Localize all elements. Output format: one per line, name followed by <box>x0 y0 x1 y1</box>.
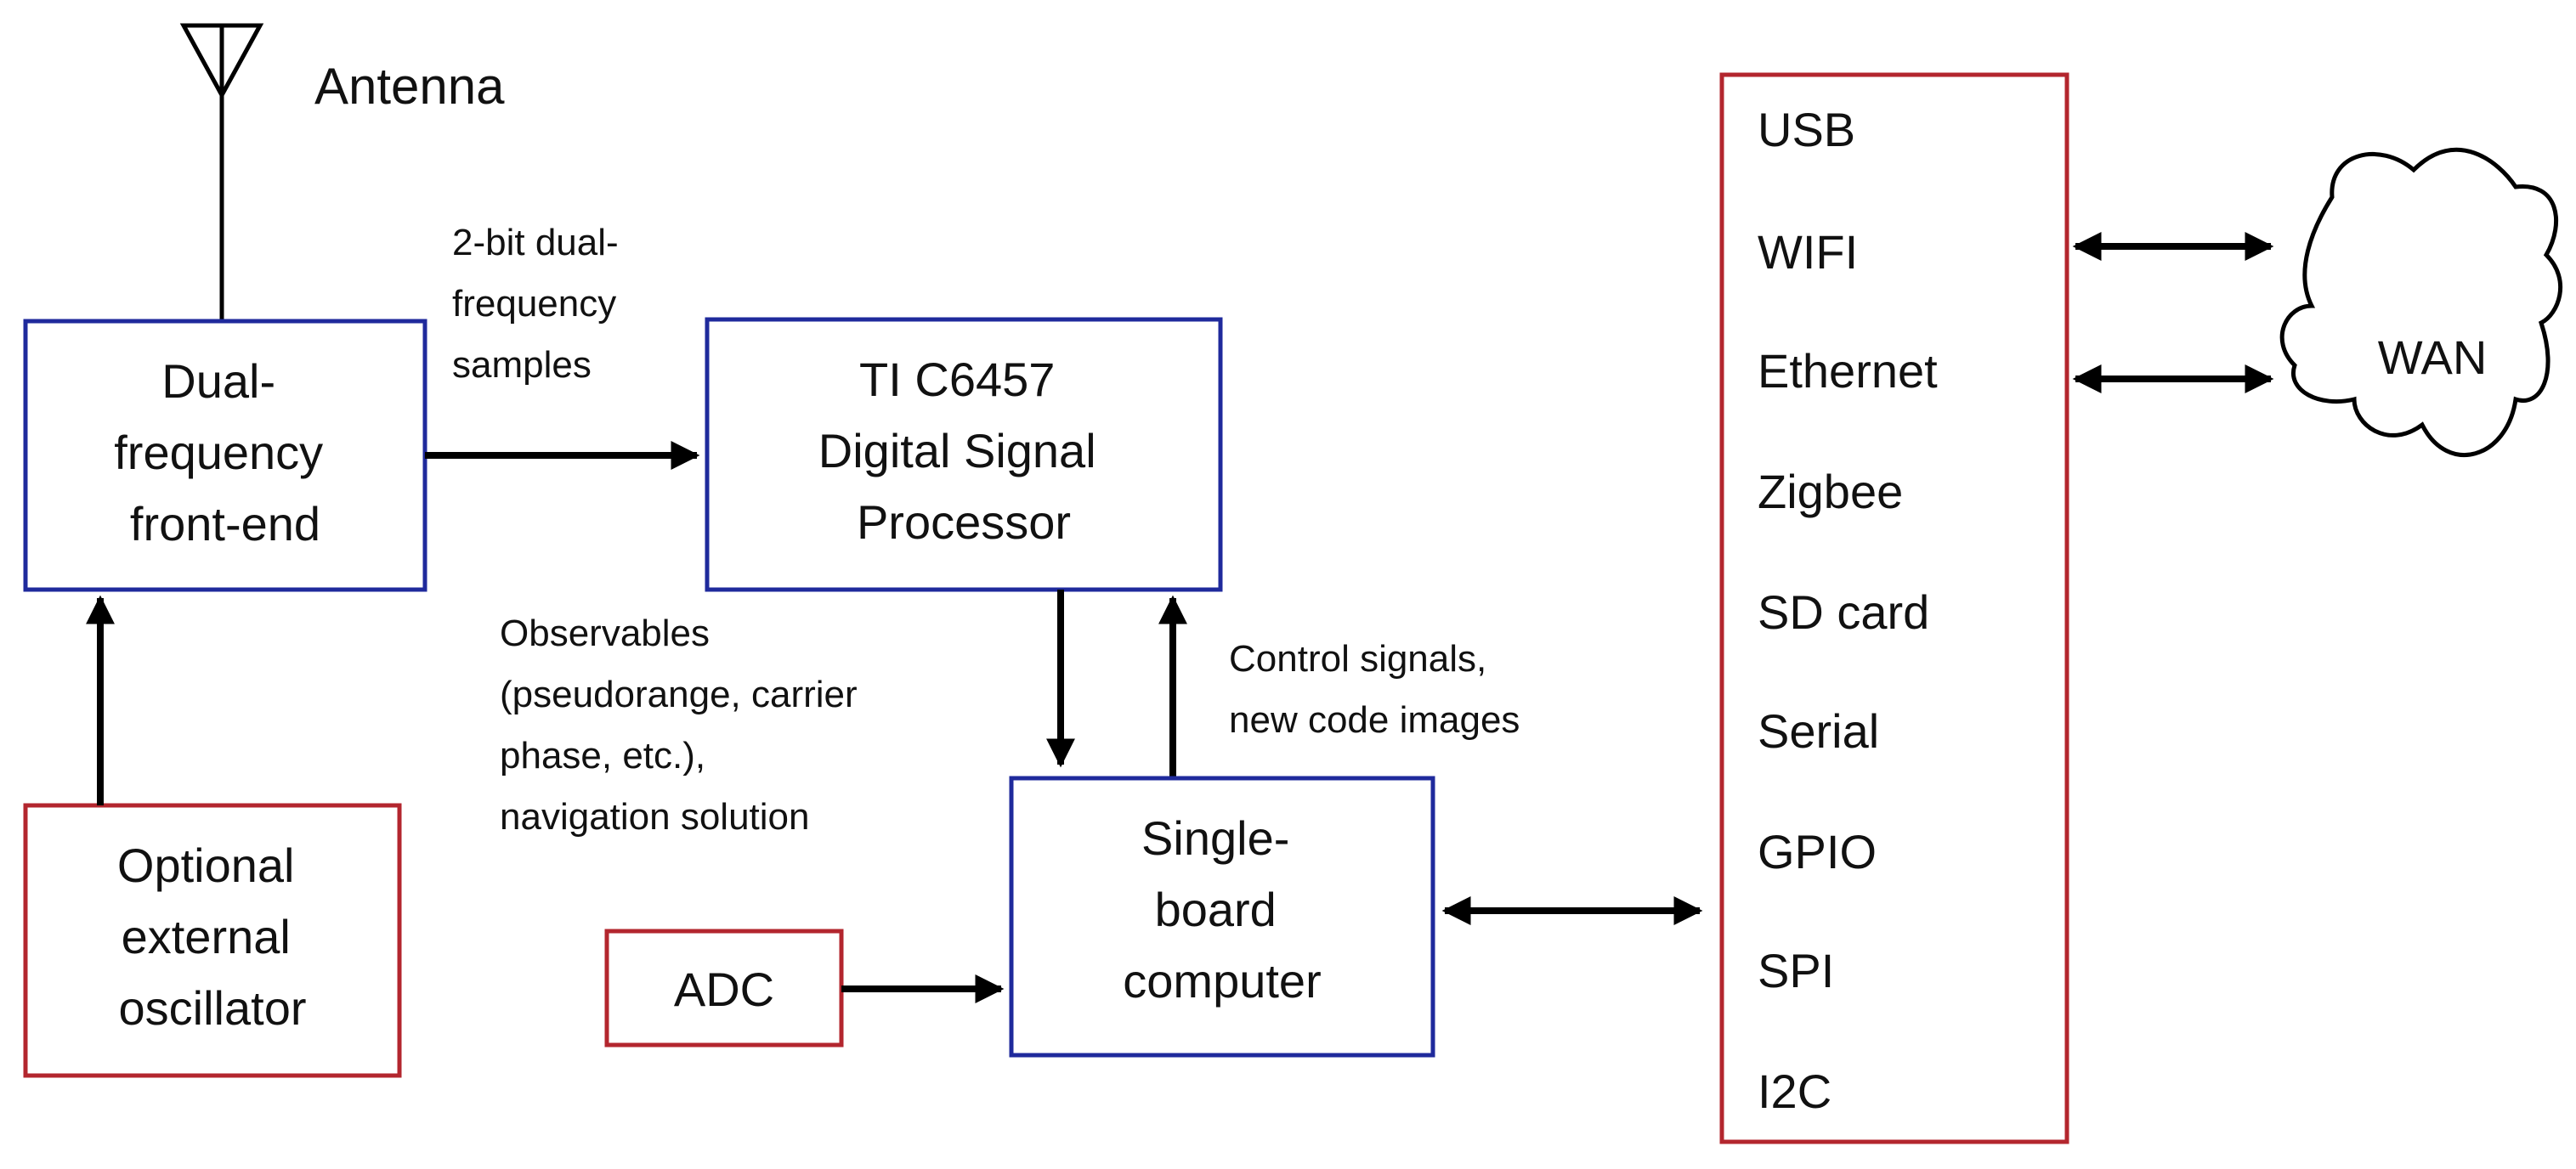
samples-label: 2-bit dual- frequency samples <box>452 222 629 386</box>
frontend-label: Dual- frequency front-end <box>114 354 337 551</box>
dsp-label: TI C6457 Digital Signal Processor <box>818 353 1109 549</box>
adc-label: ADC <box>674 963 774 1016</box>
observables-label: Observables (pseudorange, carrier phase,… <box>500 613 868 838</box>
interfaces-list: USB WIFI Ethernet Zigbee SD card Serial … <box>1758 103 1950 1118</box>
antenna-icon <box>179 23 264 321</box>
oscillator-box <box>23 803 402 1078</box>
sbc-label: Single- board computer <box>1123 811 1321 1008</box>
dsp-box <box>705 317 1223 592</box>
oscillator-label: Optional external oscillator <box>117 839 308 1035</box>
wan-cloud-icon <box>2279 147 2562 458</box>
wan-label: WAN <box>2378 330 2488 384</box>
adc-box <box>604 929 844 1048</box>
sbc-box <box>1009 776 1435 1058</box>
antenna-label: Antenna <box>314 58 505 115</box>
control-label: Control signals, new code images <box>1229 638 1520 741</box>
interfaces-box <box>1719 72 2069 1144</box>
